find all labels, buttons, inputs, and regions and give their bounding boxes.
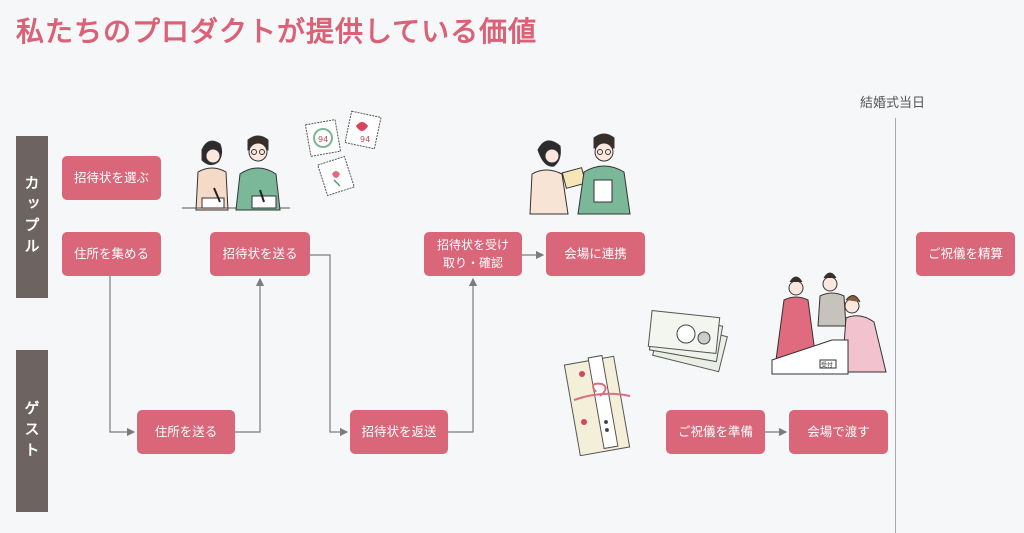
step-venue-link: 会場に連携 xyxy=(546,232,645,276)
svg-text:94: 94 xyxy=(318,135,328,144)
couple-writing-illustration xyxy=(182,135,290,211)
money-illustration xyxy=(647,309,728,373)
step-hand-at-venue: 会場で渡す xyxy=(789,410,888,454)
lane-label-guest: ゲスト xyxy=(16,350,48,512)
wedding-day-label: 結婚式当日 xyxy=(860,96,926,111)
step-choose-invite: 招待状を選ぶ xyxy=(62,156,161,200)
couple-letter-illustration xyxy=(529,133,631,215)
stamps-illustration: 94 94 xyxy=(304,110,382,197)
step-settle-gift: ご祝儀を精算 xyxy=(916,232,1015,276)
svg-text:94: 94 xyxy=(360,135,370,144)
arrow-send-address-to-send-invite xyxy=(235,277,265,433)
step-return-invite: 招待状を返送 xyxy=(350,410,448,454)
lane-label-couple: カップル xyxy=(16,136,48,298)
arrow-return-to-receive xyxy=(448,277,478,433)
step-send-invite: 招待状を送る xyxy=(210,232,310,276)
wedding-day-divider xyxy=(895,118,896,533)
arrow-send-invite-to-return xyxy=(310,254,349,437)
step-prepare-gift: ご祝儀を準備 xyxy=(666,410,765,454)
arrow-collect-to-send-address xyxy=(109,276,136,437)
step-send-address: 住所を送る xyxy=(137,410,235,454)
step-receive-confirm: 招待状を受け 取り・確認 xyxy=(424,232,522,276)
reception-illustration: 受付 xyxy=(771,272,887,375)
svg-text:受付: 受付 xyxy=(821,361,833,369)
step-collect-address: 住所を集める xyxy=(62,232,161,276)
page-title: 私たちのプロダクトが提供している価値 xyxy=(16,15,538,48)
gift-envelope-illustration xyxy=(563,354,631,456)
